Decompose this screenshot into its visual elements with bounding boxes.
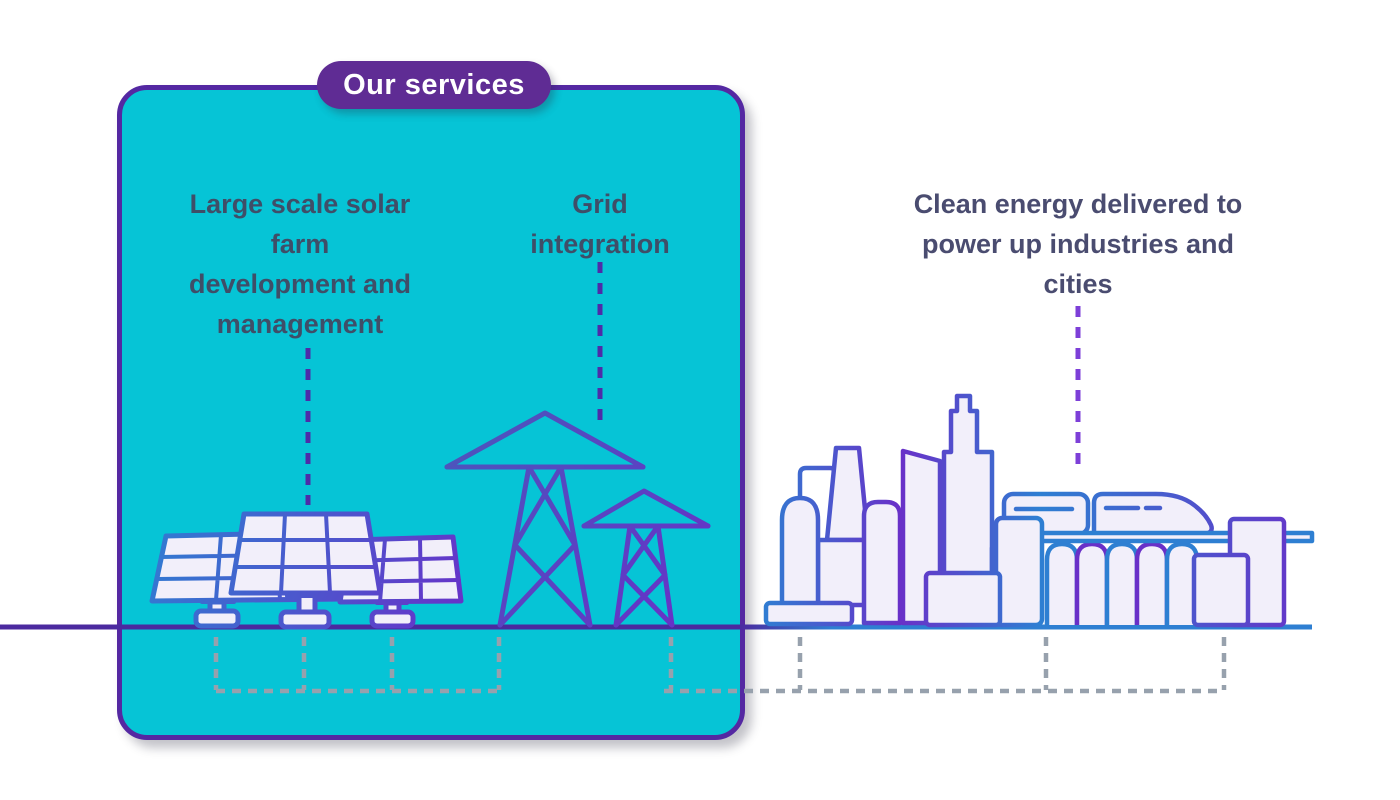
label-clean-energy: Clean energy delivered to power up indus… [913, 189, 1243, 299]
label-solar-farm: Large scale solar farm development and m… [188, 189, 412, 339]
section-badge: Our services [317, 61, 551, 109]
label-grid-integration: Grid integration [530, 189, 670, 259]
city-skyline-icon [763, 393, 1315, 628]
